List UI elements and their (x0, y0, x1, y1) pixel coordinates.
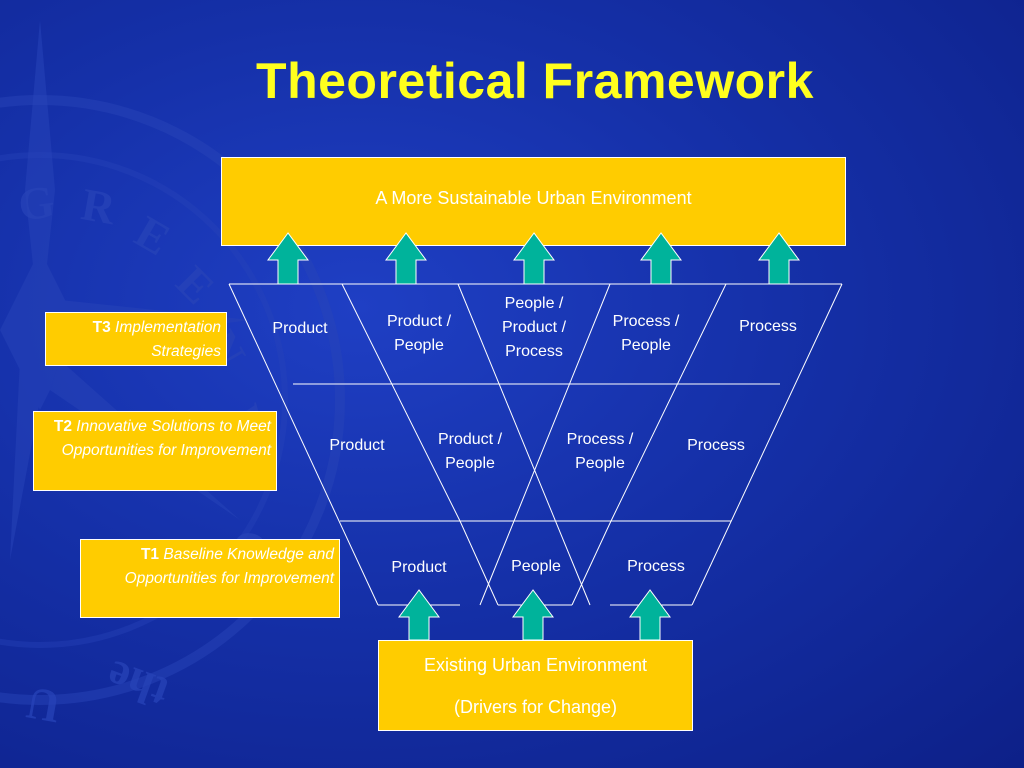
cell-t3-4: Process / People (612, 313, 680, 354)
up-arrow-icon (640, 232, 682, 285)
base-box-line1: Existing Urban Environment (423, 654, 648, 675)
tier-description: Implementation Strategies (115, 319, 221, 360)
tier-id: T1 (140, 546, 160, 563)
up-arrow-icon (513, 232, 555, 285)
goal-box: A More Sustainable Urban Environment (221, 157, 846, 246)
inner-funnel (479, 283, 611, 606)
cell-t1-3: Process (627, 558, 685, 575)
up-arrow-icon (512, 589, 554, 641)
base-box: Existing Urban Environment (Drivers for … (378, 640, 693, 731)
tier-label-t2: T2 Innovative Solutions to Meet Opportun… (33, 411, 277, 491)
inner-funnel (457, 283, 591, 606)
up-arrow-icon (398, 589, 440, 641)
tier-description: Innovative Solutions to Meet Opportuniti… (61, 418, 271, 459)
cell-t2-2: Product / People (437, 431, 503, 472)
goal-box-text: A More Sustainable Urban Environment (375, 188, 692, 208)
tier-id: T3 (92, 319, 111, 336)
cell-t1-1: Product (391, 559, 447, 576)
inner-funnel (571, 283, 727, 606)
tier-description: Baseline Knowledge and Opportunities for… (124, 546, 334, 587)
base-box-line2: (Drivers for Change) (453, 696, 618, 717)
cell-t3-5: Process (739, 318, 797, 335)
cell-t3-2: Product / People (386, 313, 452, 354)
inner-funnel (341, 283, 499, 606)
cell-t3-1: Product (272, 320, 328, 337)
funnel-outline (228, 283, 379, 606)
tier-label-t3: T3 Implementation Strategies (45, 312, 227, 366)
cell-t2-3: Process / People (566, 431, 634, 472)
cell-t1-2: People (511, 558, 561, 575)
up-arrow-icon (629, 589, 671, 641)
cell-t2-1: Product (329, 437, 385, 454)
funnel-outline (691, 283, 843, 606)
tier-id: T2 (53, 418, 72, 435)
slide-title: Theoretical Framework (256, 53, 814, 109)
tier-label-t1: T1 Baseline Knowledge and Opportunities … (80, 539, 340, 618)
svg-text:G: G (15, 175, 58, 230)
cell-t3-3: People / Product / Process (501, 295, 567, 360)
up-arrow-icon (758, 232, 800, 285)
cell-t2-4: Process (687, 437, 745, 454)
up-arrow-icon (385, 232, 427, 285)
up-arrow-icon (267, 232, 309, 285)
